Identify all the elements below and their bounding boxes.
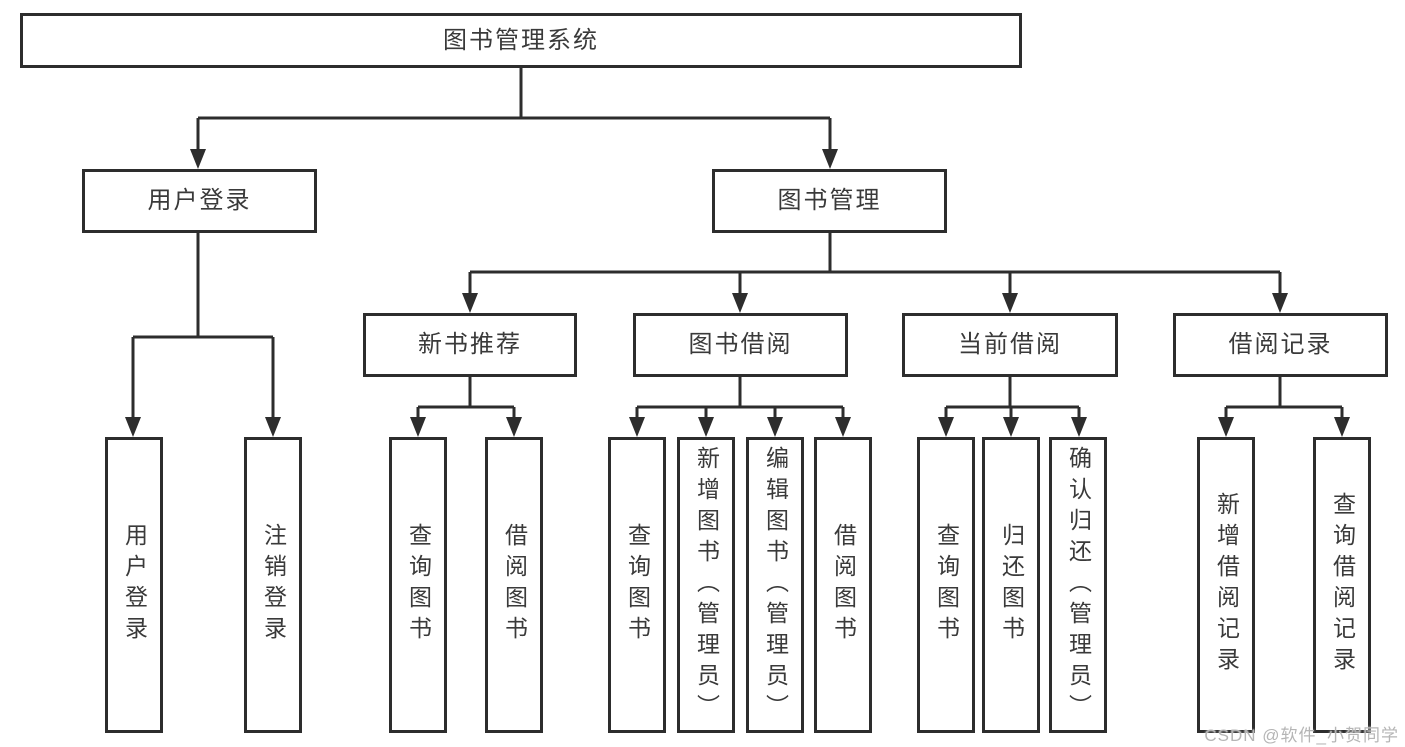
leaf-user-login: 用户登录 — [105, 437, 163, 733]
node-new-book-recommend: 新书推荐 — [363, 313, 577, 377]
leaf-logout: 注销登录 — [244, 437, 302, 733]
leaf-records-add-record: 新增借阅记录 — [1197, 437, 1255, 733]
leaf-newbook-borrow-books: 借阅图书 — [485, 437, 543, 733]
leaf-newbook-query-books: 查询图书 — [389, 437, 447, 733]
node-borrowing-records: 借阅记录 — [1173, 313, 1388, 377]
node-user-login: 用户登录 — [82, 169, 317, 233]
node-book-management: 图书管理 — [712, 169, 947, 233]
leaf-borrowing-edit-books-admin: 编辑图书（管理员） — [746, 437, 804, 733]
leaf-current-return-books: 归还图书 — [982, 437, 1040, 733]
leaf-current-confirm-return-admin: 确认归还（管理员） — [1049, 437, 1107, 733]
leaf-borrowing-query-books: 查询图书 — [608, 437, 666, 733]
node-root-system: 图书管理系统 — [20, 13, 1022, 68]
leaf-current-query-books: 查询图书 — [917, 437, 975, 733]
node-current-borrowing: 当前借阅 — [902, 313, 1118, 377]
leaf-borrowing-add-books-admin: 新增图书（管理员） — [677, 437, 735, 733]
csdn-watermark: CSDN @软件_小贺同学 — [1204, 726, 1399, 745]
leaf-borrowing-borrow-books: 借阅图书 — [814, 437, 872, 733]
leaf-records-query-record: 查询借阅记录 — [1313, 437, 1371, 733]
node-book-borrowing: 图书借阅 — [633, 313, 848, 377]
